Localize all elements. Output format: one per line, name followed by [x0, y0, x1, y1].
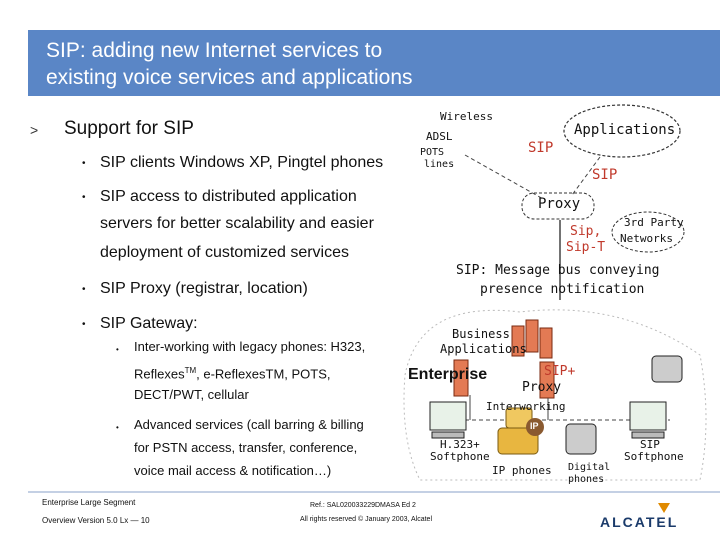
bullet-dot: •: [82, 319, 86, 330]
label-business: Business: [452, 327, 510, 341]
bullet-dot: •: [82, 192, 86, 203]
digital-phone-icon: [565, 423, 597, 455]
sub-reflexes-tm: TM: [184, 366, 197, 375]
server-icon: [539, 327, 553, 359]
label-pots: POTS: [420, 147, 445, 158]
sub-reflexes-c: TM, POTS,: [265, 366, 331, 382]
third-party-cloud: [611, 211, 685, 253]
alcatel-logo: ALCATEL: [600, 514, 679, 530]
label-third-party: 3rd Party: [624, 216, 684, 229]
pc-keyboard-icon: [631, 431, 665, 439]
pc-monitor-icon: [629, 401, 667, 431]
sub-reflexes-a: Reflexes: [134, 366, 185, 382]
server-icon: [453, 359, 469, 397]
sub-advanced-1: Advanced services (call barring & billin…: [134, 417, 364, 432]
ip-logo-icon: [526, 418, 544, 436]
footer-ref: Ref.: SAL020033229DMASA Ed 2: [310, 502, 416, 509]
proxy-box: [521, 192, 595, 220]
label-lines: lines: [424, 159, 455, 170]
digital-phone-icon: [651, 355, 683, 383]
server-icon: [511, 325, 525, 357]
label-business-apps: Applications: [440, 342, 527, 356]
label-sip-t: Sip-T: [566, 240, 606, 255]
bullet-dot: •: [82, 158, 86, 169]
sub-interworking: Inter-working with legacy phones: H323,: [134, 339, 366, 354]
label-sip-plus: SIP+: [544, 364, 576, 379]
bullet-dot: •: [82, 284, 86, 295]
footer-rights: All rights reserved © January 2003, Alca…: [300, 516, 433, 523]
bullet-sip-clients: SIP clients Windows XP, Pingtel phones: [100, 154, 384, 171]
label-sip-softphone-2: Softphone: [624, 450, 684, 463]
footer-overview: Overview Version 5.0 Lx — 10: [42, 516, 150, 525]
label-sip-right: SIP: [592, 167, 618, 183]
sub-reflexes: ReflexesTM, e-ReflexesTM, POTS,: [134, 362, 331, 383]
connector-apps-proxy: [571, 156, 601, 196]
bullet-sip-access-2: servers for better scalability and easie…: [100, 215, 374, 232]
server-icon: [525, 319, 539, 353]
sub-advanced-2: for PSTN access, transfer, conference,: [134, 440, 358, 455]
label-proxy: Proxy: [538, 196, 581, 212]
level1-heading: Support for SIP: [64, 118, 194, 139]
bullet-sip-proxy: SIP Proxy (registrar, location): [100, 280, 308, 297]
server-icon: [539, 361, 555, 399]
bullet-sip-access-3: deployment of customized services: [100, 244, 349, 261]
alcatel-arrow-icon: [658, 503, 670, 513]
label-h323: H.323+: [440, 438, 480, 451]
sub-advanced-3: voice mail access & notification…): [134, 463, 332, 478]
label-softphone: Softphone: [430, 450, 490, 463]
level1-marker: >: [30, 122, 39, 138]
sub-dect: DECT/PWT, cellular: [134, 387, 249, 402]
label-sip-softphone-1: SIP: [640, 438, 660, 451]
pc-keyboard-icon: [431, 431, 465, 439]
connector-adsl-proxy: [464, 154, 546, 201]
ip-logo-text: IP: [530, 421, 539, 431]
bullet-sip-gateway: SIP Gateway:: [100, 315, 198, 332]
label-phones: phones: [568, 474, 605, 485]
label-proxy-2: Proxy: [522, 380, 562, 395]
label-adsl: ADSL: [426, 130, 453, 143]
label-applications: Applications: [574, 122, 676, 138]
label-sip-top: SIP: [528, 140, 554, 156]
bullet-sip-access-1: SIP access to distributed application: [100, 188, 357, 205]
footer-segment: Enterprise Large Segment: [42, 498, 136, 507]
applications-cloud: [563, 104, 681, 158]
ip-phone-icon: [505, 407, 533, 429]
label-digital: Digital: [568, 462, 611, 473]
pc-monitor-icon: [429, 401, 467, 431]
label-enterprise: Enterprise: [408, 366, 488, 383]
title-band: [28, 30, 720, 96]
sub-dot: •: [116, 345, 119, 354]
label-message-bus-2: presence notification: [480, 282, 645, 297]
label-ip-phones: IP phones: [492, 464, 552, 477]
label-interworking: Interworking: [486, 400, 566, 413]
sub-dot: •: [116, 423, 119, 432]
enterprise-cloud: [403, 309, 707, 481]
label-sip-comma: Sip,: [570, 224, 602, 239]
label-message-bus-1: SIP: Message bus conveying: [456, 263, 660, 278]
label-networks: Networks: [620, 232, 673, 245]
slide-title: SIP: adding new Internet services to exi…: [46, 39, 413, 89]
label-wireless: Wireless: [440, 110, 493, 123]
sub-reflexes-b: , e-Reflexes: [196, 366, 266, 382]
